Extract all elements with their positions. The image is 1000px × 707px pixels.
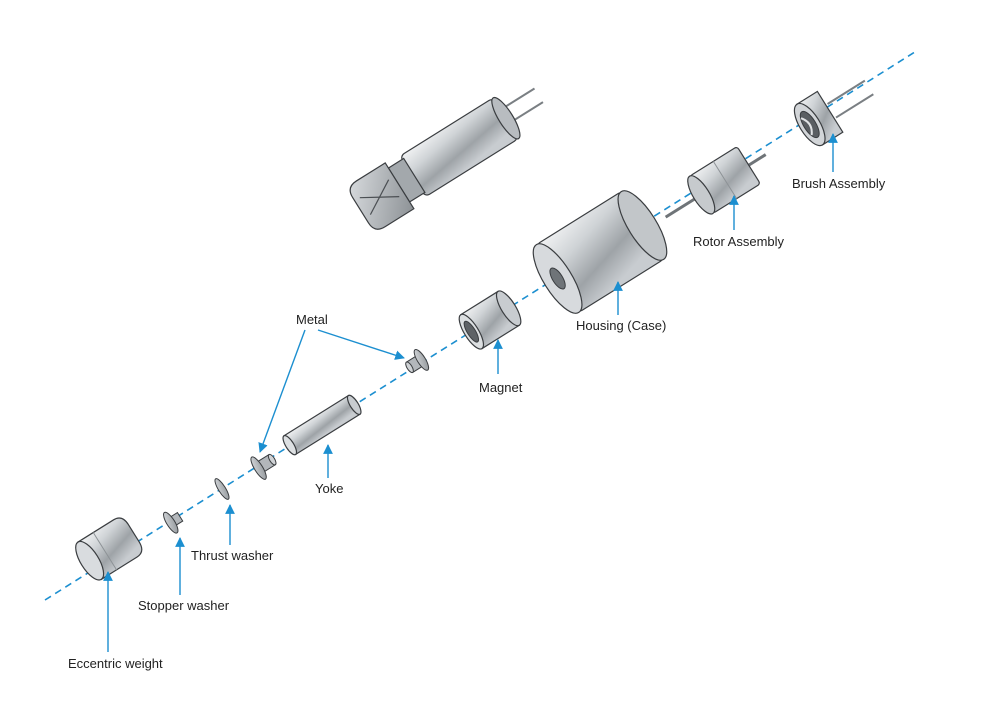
- leader-metal-lower: [258, 329, 306, 453]
- brush-assembly-part: [793, 79, 874, 147]
- label-housing: Housing (Case): [576, 318, 666, 333]
- label-eccentric-weight: Eccentric weight: [68, 656, 163, 671]
- yoke-part: [282, 394, 362, 456]
- label-yoke: Yoke: [315, 481, 343, 496]
- assembled-motor: [349, 87, 544, 230]
- metal-bearing-upper: [405, 348, 430, 374]
- rotor-assembly-part: [664, 147, 767, 219]
- part-labels: Metal Magnet Housing (Case) Rotor Assemb…: [68, 176, 886, 671]
- label-magnet: Magnet: [479, 380, 523, 395]
- label-stopper-washer: Stopper washer: [138, 598, 230, 613]
- label-rotor-assembly: Rotor Assembly: [693, 234, 785, 249]
- label-brush-assembly: Brush Assembly: [792, 176, 886, 191]
- eccentric-weight-part: [75, 517, 143, 581]
- metal-bearing-lower: [250, 453, 277, 480]
- assembly-axis: [44, 49, 919, 601]
- leader-lines: [103, 133, 838, 652]
- housing-case-part: [532, 190, 668, 314]
- label-metal: Metal: [296, 312, 328, 327]
- leader-metal-upper: [317, 329, 405, 360]
- stopper-washer-part: [163, 511, 184, 534]
- label-thrust-washer: Thrust washer: [191, 548, 274, 563]
- magnet-part: [458, 290, 522, 350]
- thrust-washer-part: [214, 478, 230, 500]
